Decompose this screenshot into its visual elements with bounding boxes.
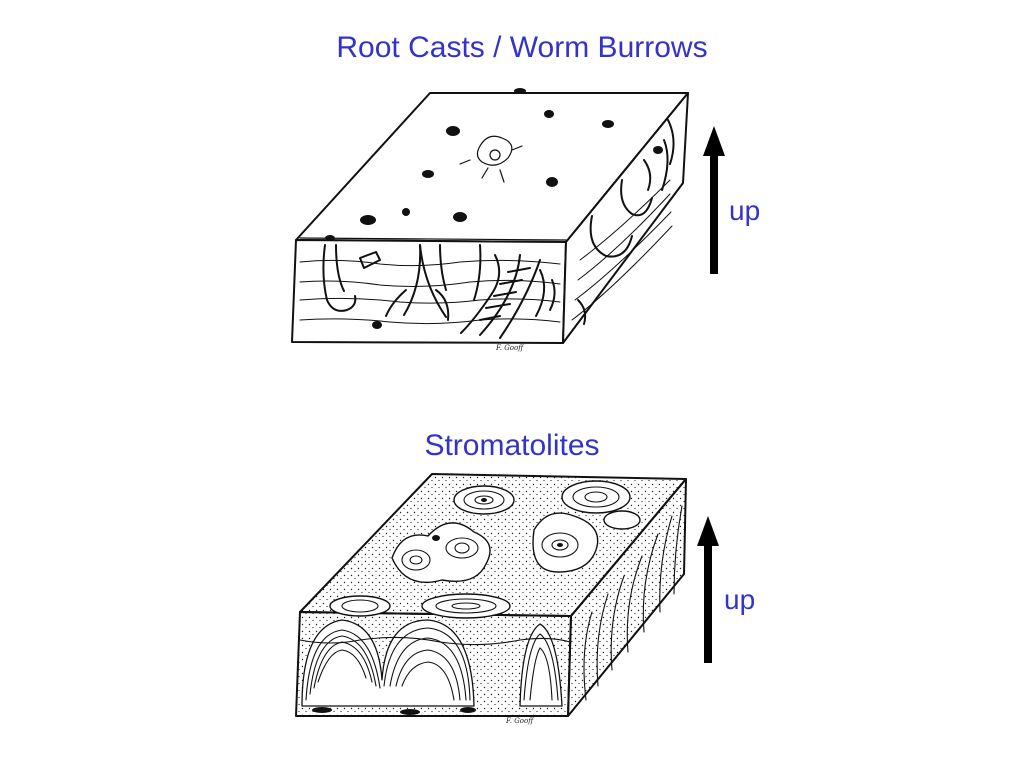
root-casts-title: Root Casts / Worm Burrows	[336, 31, 708, 64]
top-block-side-face	[562, 92, 689, 344]
up-label-2: up	[724, 584, 756, 615]
up-label-1: up	[729, 195, 761, 226]
stromatolites-title: Stromatolites	[424, 429, 600, 462]
artist-signature-2: F. Gooff	[506, 717, 534, 725]
artist-signature-1: F. Gooff	[496, 344, 524, 352]
